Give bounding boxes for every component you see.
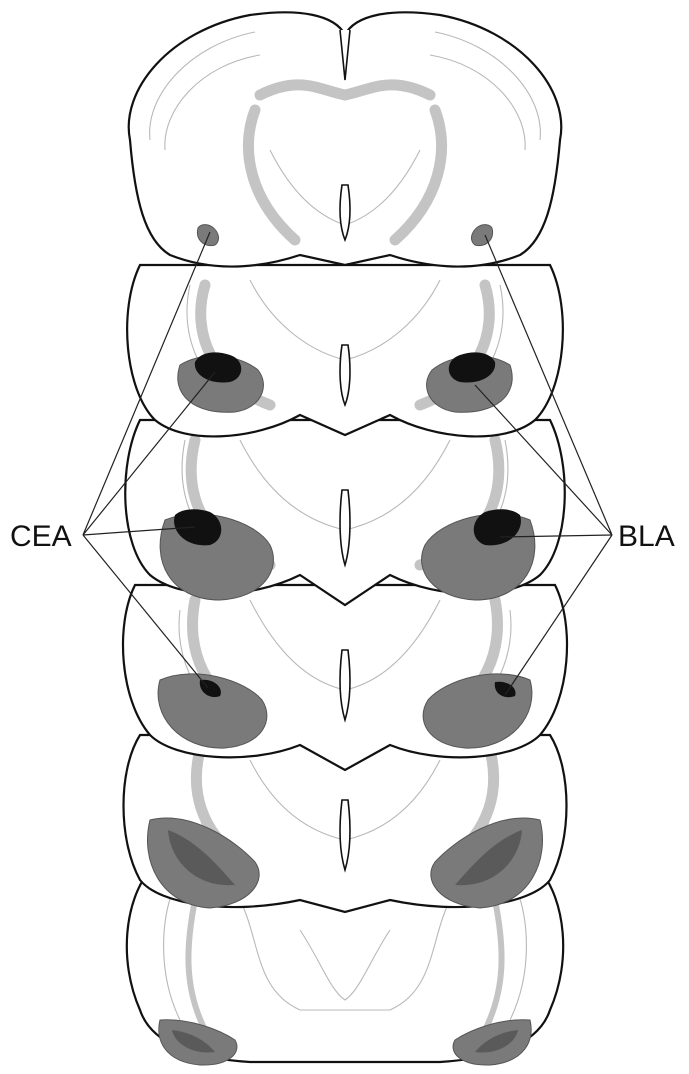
brain-section-1 [129, 12, 562, 266]
brain-section-3 [125, 420, 565, 605]
brain-section-2 [127, 265, 563, 436]
bla-label: BLA [618, 520, 675, 553]
brain-section-4 [123, 585, 567, 770]
cea-label: CEA [10, 520, 72, 553]
